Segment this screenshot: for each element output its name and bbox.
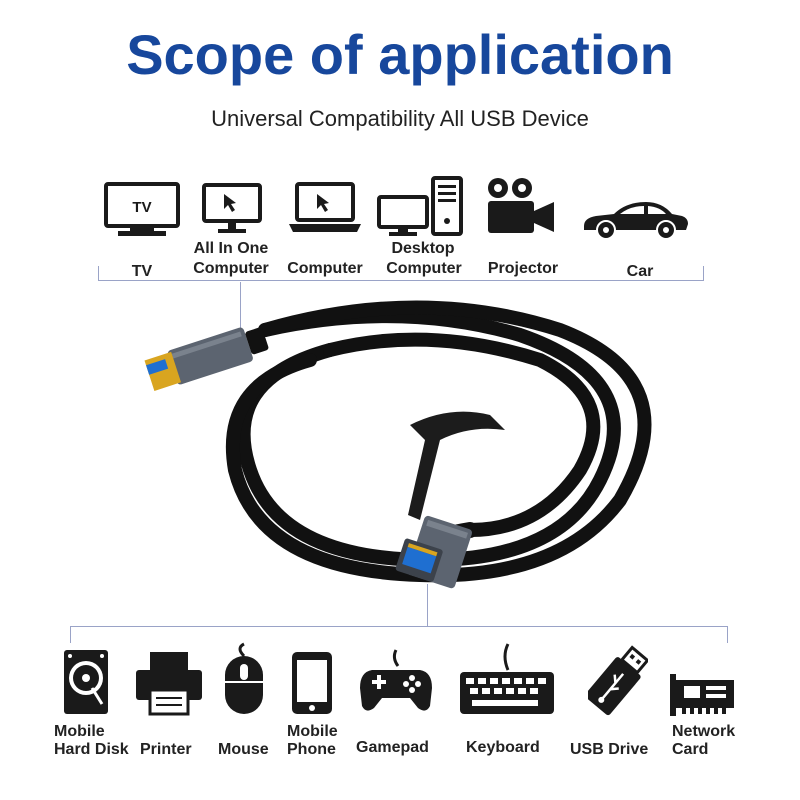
top-connector-line [240, 282, 241, 344]
projector-icon [488, 178, 554, 233]
page-title: Scope of application [126, 23, 674, 86]
label-mobile-phone-line2: Phone [287, 741, 336, 758]
label-usb-drive: USB Drive [570, 741, 649, 758]
usb-drive-icon [588, 645, 648, 716]
label-mouse: Mouse [218, 741, 269, 758]
label-tv: TV [131, 263, 153, 280]
label-car: Car [626, 263, 654, 280]
all-in-one-computer-icon [202, 183, 262, 233]
label-desktop-line2: Computer [386, 260, 462, 277]
label-keyboard: Keyboard [466, 739, 540, 756]
label-hard-disk-line2: Hard Disk [54, 741, 129, 758]
label-projector: Projector [487, 260, 559, 277]
desktop-computer-icon [377, 176, 463, 236]
label-all-in-one-line2: Computer [193, 260, 269, 277]
label-network-card-line2: Card [672, 741, 709, 758]
mouse-icon [225, 642, 263, 714]
label-printer: Printer [140, 741, 192, 758]
page-subtitle: Universal Compatibility All USB Device [211, 106, 589, 131]
label-computer: Computer [287, 260, 363, 277]
bottom-bracket [70, 626, 728, 643]
mobile-phone-icon [292, 652, 332, 714]
car-icon [584, 202, 688, 240]
label-desktop-line1: Desktop [391, 240, 455, 257]
laptop-icon [289, 182, 361, 232]
label-mobile-phone-line1: Mobile [287, 723, 338, 740]
label-network-card-line1: Network [672, 723, 736, 740]
bottom-connector-line [427, 584, 428, 626]
tv-icon: TV [104, 182, 180, 236]
gamepad-icon [360, 649, 432, 711]
label-hard-disk-line1: Mobile [54, 723, 105, 740]
label-gamepad: Gamepad [356, 739, 429, 756]
tv-screen-text: TV [132, 199, 151, 216]
keyboard-icon [460, 643, 554, 714]
label-all-in-one-line1: All In One [193, 240, 269, 257]
printer-icon [136, 652, 202, 716]
network-card-icon [670, 674, 734, 716]
hard-disk-icon [64, 650, 108, 714]
top-bracket [98, 266, 704, 281]
